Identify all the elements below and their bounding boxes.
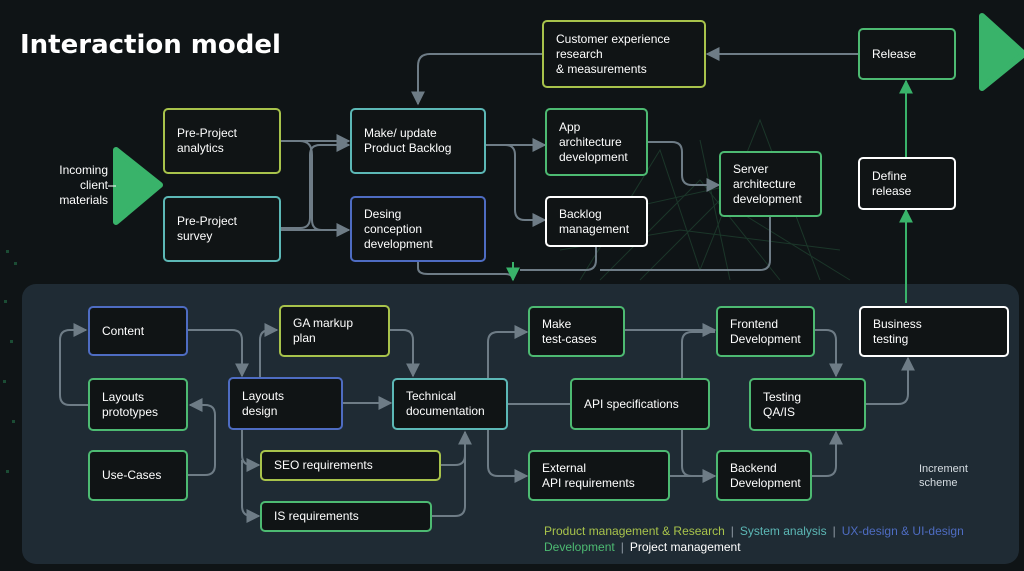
- pre-project-analytics-box[interactable]: Pre-Project analytics: [163, 108, 281, 174]
- technical-documentation-box[interactable]: Technical documentation: [392, 378, 508, 430]
- define-release-box[interactable]: Define release: [858, 157, 956, 210]
- conn-app-to-server: [648, 141, 721, 192]
- conn-testing-to-business: [866, 356, 915, 405]
- legend-development: Development: [544, 540, 615, 554]
- conn-layouts-to-content: [59, 323, 88, 406]
- legend-product-management: Product management & Research: [544, 524, 725, 538]
- customer-experience-box[interactable]: Customer experience research & measureme…: [542, 20, 706, 88]
- legend-system-analysis: System analysis: [739, 524, 827, 538]
- conn-layoutsdesign-to-ga: [259, 323, 279, 377]
- conn-cx-to-backlog: [411, 53, 542, 106]
- conn-api-to-frontend: [681, 331, 715, 378]
- conn-seo-to-techdoc: [441, 430, 472, 466]
- conn-design-down: [417, 262, 514, 281]
- conn-is-to-techdoc: [432, 440, 466, 517]
- server-architecture-box[interactable]: Server architecture development: [719, 151, 822, 217]
- is-requirements-box[interactable]: IS requirements: [260, 501, 432, 532]
- conn-backlog-to-backlogmgmt: [486, 144, 547, 227]
- incoming-client-materials-label: Incoming client materials: [59, 163, 108, 207]
- layouts-design-box[interactable]: Layouts design: [228, 377, 343, 430]
- page-title: Interaction model: [20, 30, 281, 60]
- desing-conception-box[interactable]: Desing conception development: [350, 196, 486, 262]
- conn-layoutsdesign-to-seo: [241, 430, 261, 472]
- conn-ga-to-techdoc: [390, 329, 420, 378]
- legend-separator: |: [832, 524, 836, 538]
- conn-server-down: [600, 216, 771, 271]
- app-architecture-box[interactable]: App architecture development: [545, 108, 648, 176]
- increment-scheme-label: Increment scheme: [919, 463, 968, 489]
- testing-qa-is-box[interactable]: Testing QA/IS: [749, 378, 866, 431]
- legend-project-management: Project management: [629, 540, 741, 554]
- conn-techdoc-to-maketest: [487, 325, 529, 378]
- conn-frontend-to-testing: [815, 329, 843, 378]
- seo-requirements-box[interactable]: SEO requirements: [260, 450, 441, 481]
- conn-api-to-backend: [681, 430, 715, 477]
- ga-markup-plan-box[interactable]: GA markup plan: [279, 305, 390, 357]
- backlog-management-box[interactable]: Backlog management: [545, 196, 648, 247]
- release-box[interactable]: Release: [858, 28, 956, 80]
- content-box[interactable]: Content: [88, 306, 188, 356]
- backend-development-box[interactable]: Backend Development: [716, 450, 812, 501]
- legend-separator: |: [730, 524, 734, 538]
- legend-row-2: Development | Project management: [544, 540, 741, 554]
- legend-ux-design: UX-design & UI-design: [841, 524, 964, 538]
- business-testing-box[interactable]: Business testing: [859, 306, 1009, 357]
- exit-arrow: [979, 13, 1024, 91]
- legend-row-1: Product management & Research | System ana…: [544, 524, 964, 538]
- conn-analytics-to-design: [281, 140, 351, 237]
- incoming-arrow: [113, 147, 163, 225]
- legend-separator: |: [620, 540, 624, 554]
- conn-survey-to-backlog: [281, 138, 351, 229]
- make-test-cases-box[interactable]: Make test-cases: [528, 306, 625, 357]
- conn-layoutsdesign-to-is: [241, 460, 261, 523]
- api-specifications-box[interactable]: API specifications: [570, 378, 710, 430]
- use-cases-box[interactable]: Use-Cases: [88, 450, 188, 501]
- make-update-backlog-box[interactable]: Make/ update Product Backlog: [350, 108, 486, 174]
- conn-content-to-layoutsdesign: [188, 329, 249, 378]
- conn-backlogmgmt-down: [520, 247, 597, 271]
- conn-usecases-to-layouts: [188, 398, 216, 476]
- frontend-development-box[interactable]: Frontend Development: [716, 306, 815, 357]
- external-api-box[interactable]: External API requirements: [528, 450, 670, 501]
- conn-techdoc-to-external: [487, 430, 529, 483]
- conn-backend-to-testing: [812, 430, 843, 477]
- layouts-prototypes-box[interactable]: Layouts prototypes: [88, 378, 188, 431]
- pre-project-survey-box[interactable]: Pre-Project survey: [163, 196, 281, 262]
